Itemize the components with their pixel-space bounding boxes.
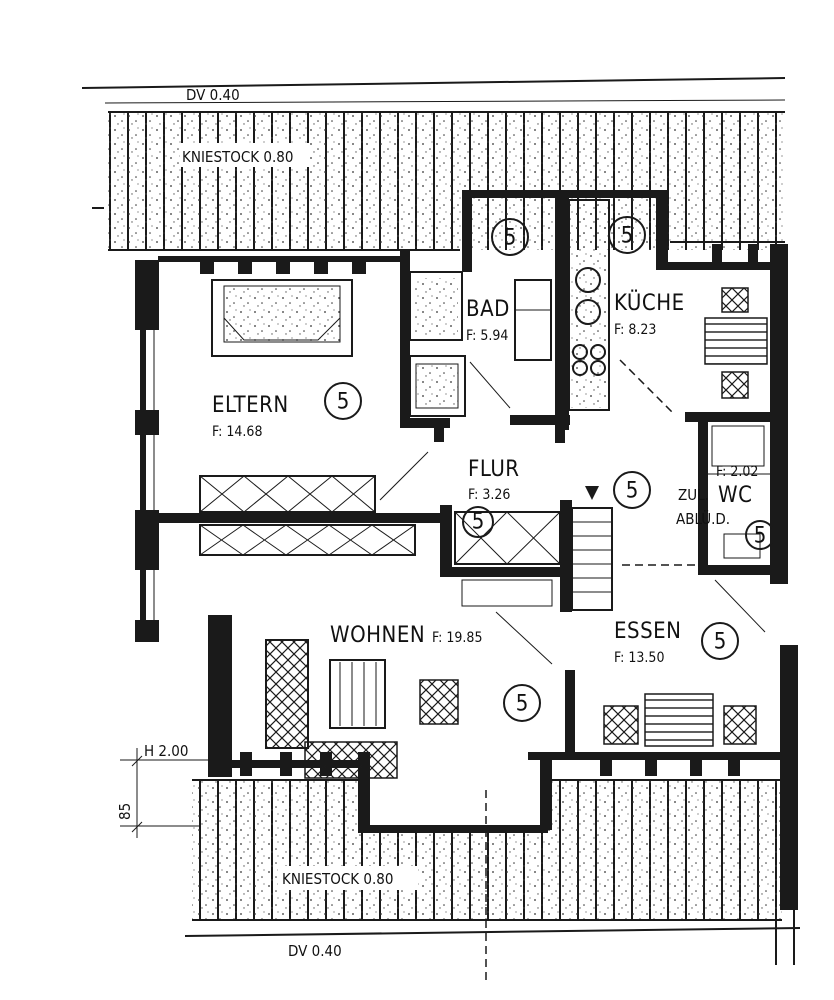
circle-marker-label: 5 [472, 510, 485, 535]
kniestock-top-label: KNIESTOCK 0.80 [182, 148, 293, 166]
circle-markers: 5 5 5 5 5 5 5 5 [324, 216, 775, 722]
room-flur: FLUR F: 3.26 [468, 457, 520, 503]
room-area-flur: F: 3.26 [468, 487, 510, 503]
circle-marker-label: 5 [754, 524, 767, 549]
circle-marker-eltern: 5 [324, 382, 362, 420]
room-kueche: KÜCHE F: 8.23 [614, 290, 685, 338]
circle-marker-washer: 5 [472, 510, 485, 535]
circle-marker-label: 5 [504, 226, 517, 251]
room-area-bad: F: 5.94 [466, 328, 508, 344]
circle-marker-label: 5 [621, 224, 634, 249]
dimension-bottom: DV 0.40 [288, 942, 342, 960]
circle-marker-kueche: 5 [608, 216, 646, 254]
circle-marker-label: 5 [626, 479, 639, 504]
staircase [571, 486, 613, 611]
room-name-bad: BAD [466, 297, 510, 322]
circle-marker-wc: 5 [745, 520, 775, 550]
room-area-essen: F: 13.50 [614, 650, 664, 666]
circle-marker-label: 5 [516, 692, 529, 717]
room-name-kueche: KÜCHE [614, 290, 685, 316]
circle-marker-label: 5 [337, 390, 350, 415]
roof-band-bottom [184, 779, 801, 965]
room-name-wohnen: WOHNEN [330, 623, 425, 648]
room-wohnen: WOHNEN F: 19.85 [330, 623, 482, 648]
height-marker [120, 748, 210, 838]
height-value: 85 [116, 803, 134, 820]
circle-marker-flur: 5 [613, 471, 651, 509]
kniestock-bottom-label: KNIESTOCK 0.80 [282, 870, 393, 888]
room-area-wc: F: 2.02 [716, 464, 758, 480]
dimension-top: DV 0.40 [186, 86, 240, 104]
room-area-eltern: F: 14.68 [212, 424, 262, 440]
room-bad: BAD F: 5.94 [466, 297, 510, 344]
room-eltern: ELTERN F: 14.68 [212, 393, 289, 440]
room-area-kueche: F: 8.23 [614, 322, 656, 338]
circle-marker-wohnen: 5 [503, 684, 541, 722]
circle-marker-label: 5 [714, 630, 727, 655]
circle-marker-essen: 5 [701, 622, 739, 660]
room-area-wohnen: F: 19.85 [432, 630, 482, 646]
room-name-flur: FLUR [468, 457, 520, 482]
room-name-wc: WC [718, 483, 752, 508]
room-note-ablu: ABLÜ.D. [676, 509, 730, 528]
room-wc: F: 2.02 ZUL. WC ABLÜ.D. [676, 464, 758, 528]
circle-marker-bad: 5 [491, 218, 529, 256]
room-note-zul: ZUL. [678, 486, 709, 504]
furniture [199, 199, 770, 980]
room-essen: ESSEN F: 13.50 [614, 619, 681, 666]
room-name-essen: ESSEN [614, 619, 681, 644]
height-label: H 2.00 [144, 742, 188, 760]
roof-band-top [81, 77, 786, 251]
room-name-eltern: ELTERN [212, 393, 289, 418]
